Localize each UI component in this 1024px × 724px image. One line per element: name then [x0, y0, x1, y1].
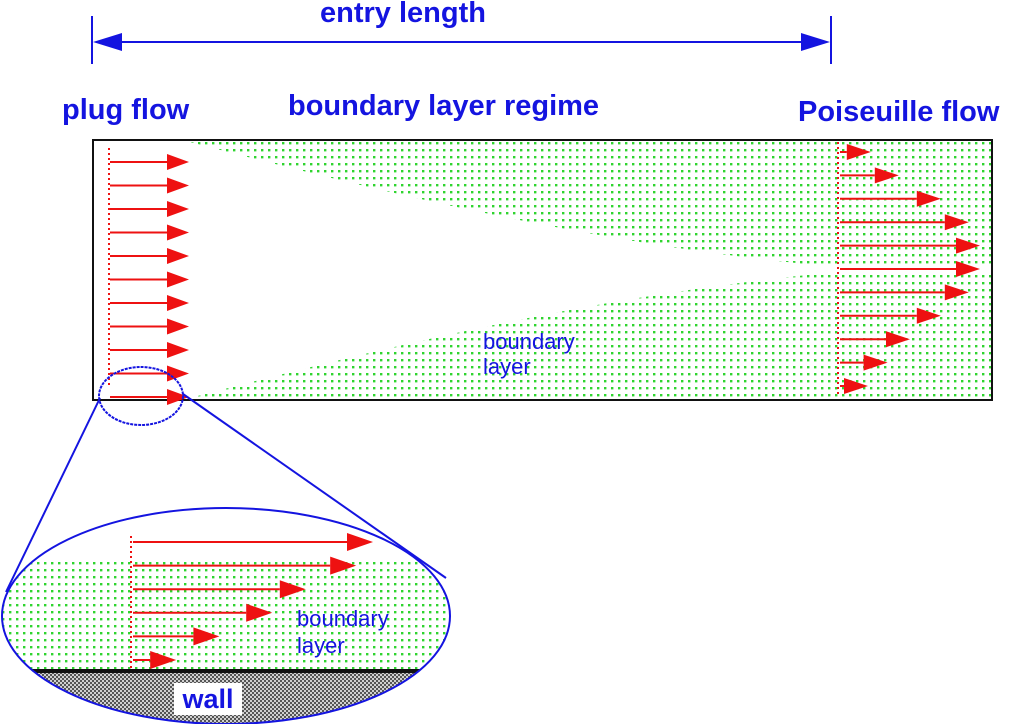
poiseuille-flow-arrow: [840, 354, 888, 371]
plug-flow-arrow: [110, 177, 189, 194]
zoom-inset: wall boundary layer: [1, 507, 451, 724]
magnifier-guide-right: [182, 393, 447, 579]
wall-label: wall: [181, 684, 233, 714]
wall-label-background: [174, 683, 242, 715]
magnifier-guide-left: [5, 397, 101, 593]
plug-flow-arrow: [110, 342, 189, 358]
poiseuille-flow-arrow: [840, 378, 868, 394]
plug-flow-label: plug flow: [62, 94, 190, 126]
boundary-layer-regime-label: boundary layer regime: [288, 90, 599, 122]
plug-flow-arrow: [110, 318, 189, 335]
poiseuille-flow-arrow: [840, 144, 871, 160]
zoom-boundary-layer-label-line1: boundary: [297, 606, 389, 631]
zoom-ellipse-outline: [1, 507, 451, 724]
plug-flow-velocity-arrows: [110, 154, 189, 405]
entry-length-label: entry length: [320, 0, 486, 29]
plug-flow-arrow: [110, 154, 189, 170]
plug-flow-arrow: [110, 201, 189, 217]
poiseuille-flow-arrow: [840, 214, 969, 231]
poiseuille-flow-arrow: [840, 237, 980, 254]
boundary-layer-label-line2: layer: [483, 354, 531, 379]
plug-flow-arrow: [110, 295, 189, 311]
magnifier: [5, 366, 447, 593]
poiseuille-flow-arrow: [840, 190, 941, 207]
plug-flow-arrow: [110, 224, 189, 241]
channel: boundary layer: [92, 139, 993, 405]
zoom-velocity-arrow: [133, 627, 220, 646]
zoom-velocity-arrow: [133, 651, 177, 669]
zoom-velocity-arrow: [133, 580, 306, 599]
plug-flow-arrow: [110, 389, 189, 405]
magnifier-small-circle: [98, 366, 184, 426]
zoom-velocity-arrow: [133, 556, 357, 575]
zoom-boundary-layer-label-line2: layer: [297, 633, 345, 658]
poiseuille-flow-arrow: [840, 167, 899, 184]
entry-length-arrowhead-left: [93, 33, 122, 51]
plug-flow-arrow: [110, 271, 189, 288]
zoom-boundary-layer-region: [2, 558, 450, 672]
zoom-velocity-arrow: [133, 533, 373, 551]
boundary-layer-region-top: [190, 142, 992, 267]
poiseuille-flow-arrow: [840, 307, 941, 324]
poiseuille-flow-arrow: [840, 331, 910, 348]
entry-length-dimension: entry length: [91, 0, 832, 64]
poiseuille-flow-label: Poiseuille flow: [798, 96, 1000, 128]
entry-length-arrowhead-right: [801, 33, 830, 51]
boundary-layer-region-bottom: [190, 272, 992, 398]
zoom-velocity-arrow: [133, 603, 273, 622]
plug-flow-arrow: [110, 248, 189, 264]
channel-wall-outline: [92, 139, 993, 401]
zoom-velocity-arrows: [133, 533, 373, 669]
poiseuille-flow-velocity-arrows: [840, 144, 980, 394]
boundary-layer-label-line1: boundary: [483, 329, 575, 354]
poiseuille-flow-arrow: [840, 284, 969, 301]
poiseuille-flow-arrow: [840, 261, 980, 277]
